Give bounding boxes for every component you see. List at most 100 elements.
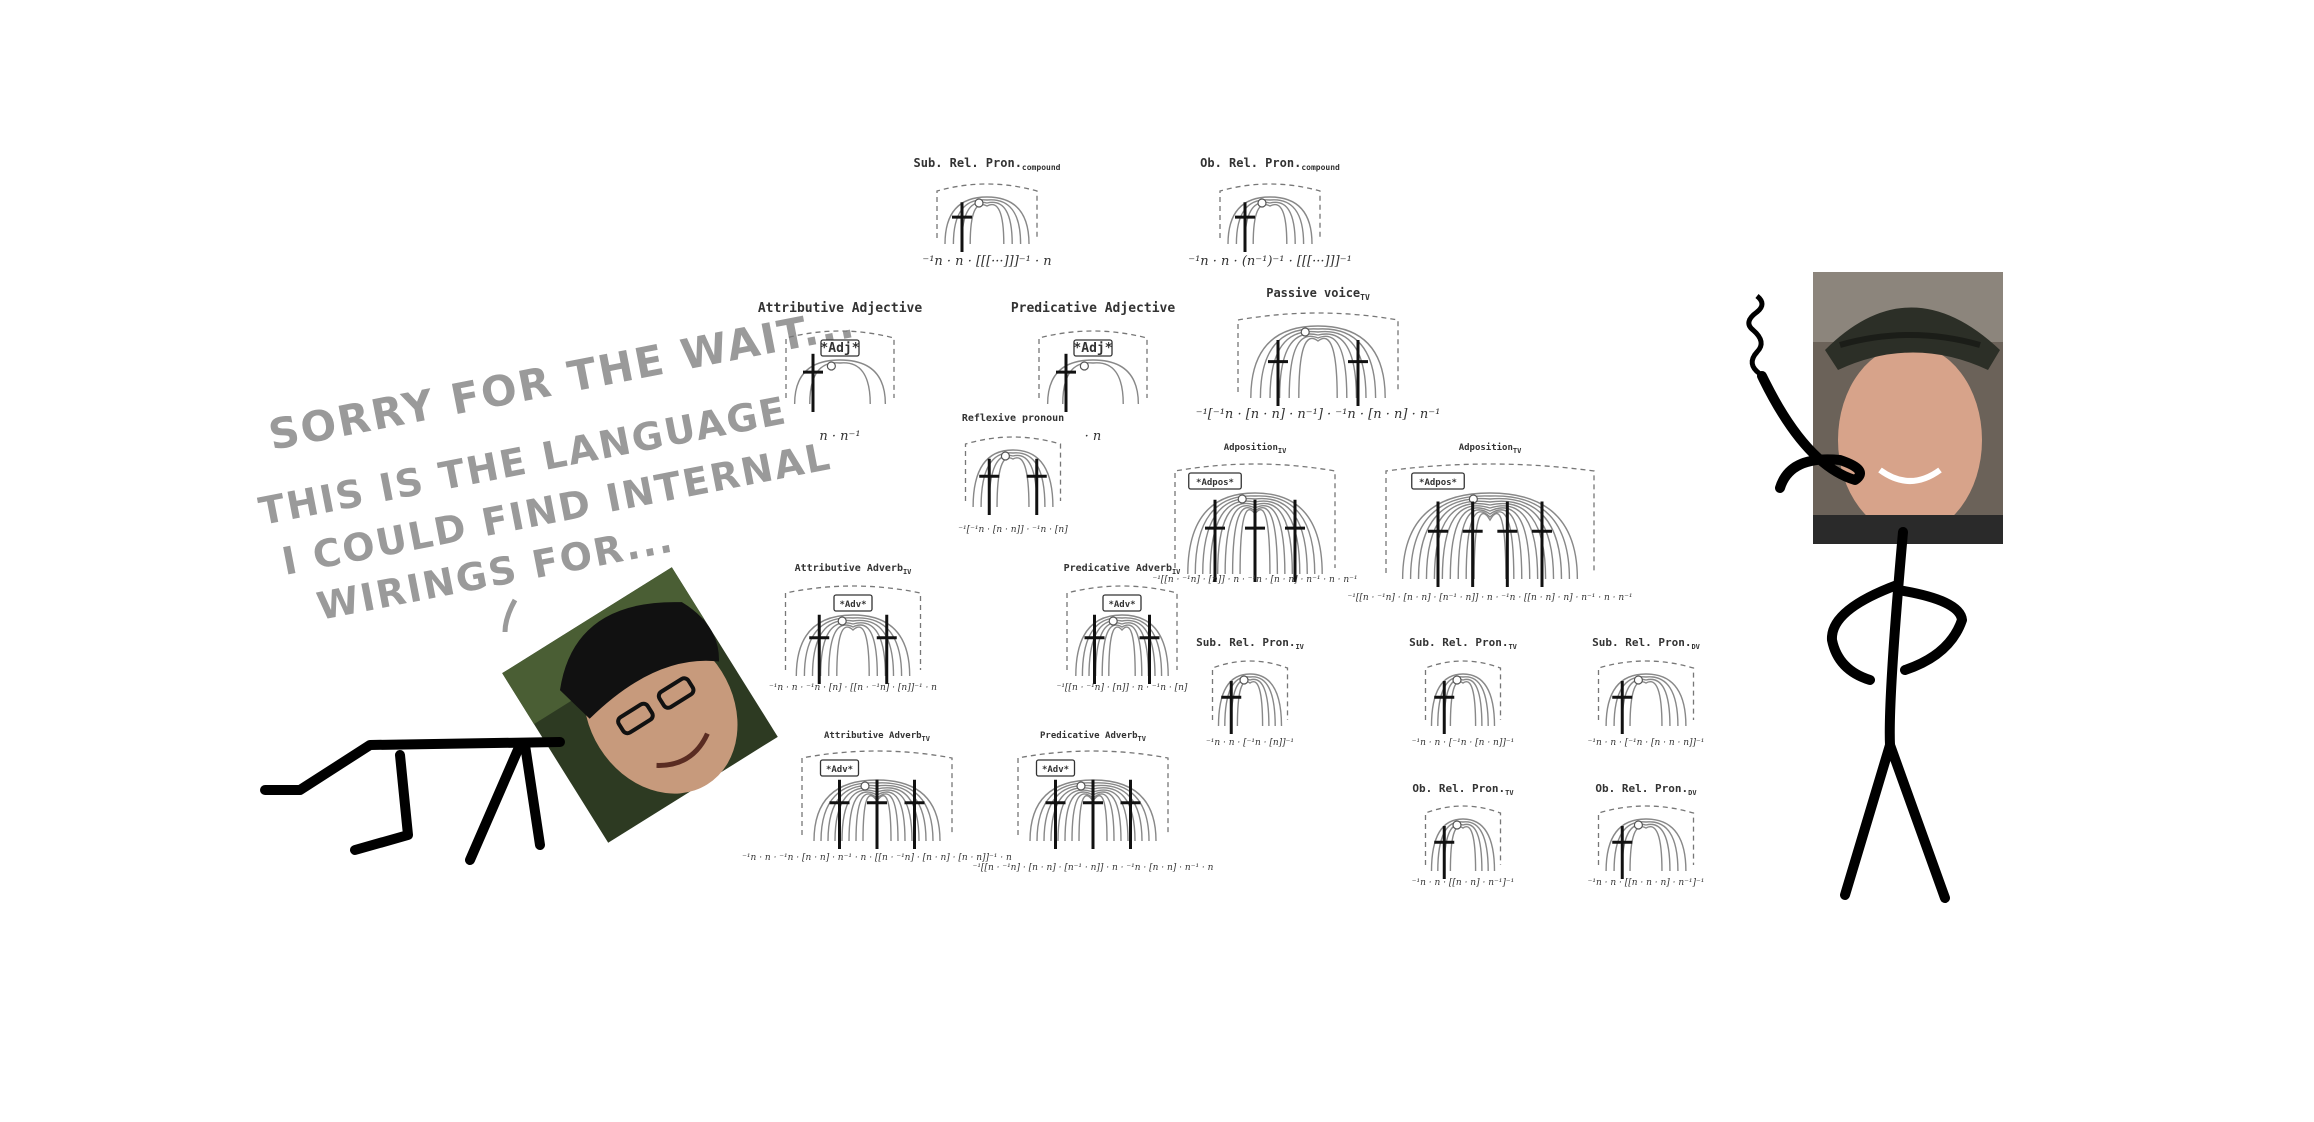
diagram-title: Ob. Rel. Pron.compound bbox=[1200, 156, 1340, 172]
thinking-squiggle bbox=[1746, 294, 1765, 377]
diagram-title: AdpositionTV bbox=[1459, 442, 1522, 455]
diagram-9: Attributive AdverbIV *Adv* ⁻¹n · n · ⁻¹n ·… bbox=[769, 562, 937, 693]
wire bbox=[972, 449, 1054, 508]
speech-bubble-text: SORRY FOR THE WAIT... THIS IS THE LANGUA… bbox=[255, 298, 860, 633]
node-circle bbox=[1257, 198, 1267, 208]
diagram-frame bbox=[1424, 805, 1502, 865]
diagram-15: Predicative AdverbTV*Adv*⁻¹[[n · ⁻¹n] · … bbox=[973, 730, 1214, 873]
wire bbox=[836, 626, 870, 677]
wire bbox=[1621, 823, 1671, 872]
wire bbox=[1094, 622, 1150, 677]
diagram-frame bbox=[1597, 805, 1695, 865]
wire bbox=[1235, 199, 1305, 245]
diagram-frame bbox=[1424, 660, 1502, 720]
diagram-title: Sub. Rel. Pron.DV bbox=[1592, 636, 1701, 651]
wire bbox=[1417, 497, 1563, 580]
wire bbox=[1298, 337, 1338, 399]
wire bbox=[1187, 492, 1323, 575]
wire bbox=[1224, 676, 1276, 727]
wire bbox=[1250, 325, 1386, 399]
wire bbox=[1217, 673, 1283, 727]
wire bbox=[1194, 495, 1316, 575]
wire bbox=[1425, 500, 1555, 580]
wire bbox=[1430, 818, 1496, 872]
diagram-12: Sub. Rel. Pron.TV⁻¹n · n · [⁻¹n · [n · n… bbox=[1409, 636, 1518, 748]
diagram-title: Predicative AdverbIV bbox=[1064, 562, 1182, 576]
wire bbox=[988, 454, 1038, 508]
wire bbox=[1101, 624, 1143, 677]
diagram-13: Sub. Rel. Pron.DV⁻¹n · n · [⁻¹n · [n · n… bbox=[1588, 636, 1705, 748]
wire bbox=[1046, 359, 1140, 405]
diagram-box-label: *Adv* bbox=[1108, 600, 1135, 610]
node-circle bbox=[860, 781, 870, 791]
diagram-frame bbox=[784, 585, 922, 670]
node-circle bbox=[1076, 781, 1086, 791]
diagram-formula: ⁻¹[[n · ⁻¹n] · [n]] · n · ⁻¹n · [n · n] … bbox=[1152, 575, 1357, 585]
node-circle bbox=[1633, 820, 1644, 830]
node-circle bbox=[1108, 616, 1118, 626]
wire bbox=[1075, 614, 1169, 677]
wire bbox=[1605, 818, 1687, 872]
node-circle bbox=[1079, 361, 1089, 371]
wire bbox=[1430, 673, 1496, 727]
diagram-formula: ⁻¹n · n · ⁻¹n · [n · n] · n⁻¹ · n · [[n … bbox=[742, 853, 1012, 863]
wire bbox=[1252, 203, 1288, 245]
diagram-11: Sub. Rel. Pron.IV⁻¹n · n · [⁻¹n · [n]]⁻¹ bbox=[1196, 636, 1305, 748]
diagram-title: Passive voiceTV bbox=[1266, 286, 1370, 302]
diagram-title: Attributive AdverbTV bbox=[824, 730, 931, 743]
diagram-formula: ⁻¹[⁻¹n · [n · n] · n⁻¹] · ⁻¹n · [n · n] … bbox=[1196, 407, 1441, 422]
diagram-title: Predicative Adjective bbox=[1011, 301, 1176, 316]
diagram-box bbox=[1411, 472, 1465, 490]
wire bbox=[1437, 676, 1489, 727]
wire bbox=[1613, 676, 1679, 727]
node-circle bbox=[974, 198, 984, 208]
wire bbox=[1443, 678, 1483, 727]
diagram-title: Ob. Rel. Pron.TV bbox=[1412, 782, 1514, 797]
wire bbox=[793, 359, 887, 405]
diagram-title: Sub. Rel. Pron.compound bbox=[914, 156, 1061, 172]
diagram-2: Ob. Rel. Pron.compound⁻¹n · n · (n⁻¹)⁻¹ … bbox=[1188, 156, 1352, 269]
wire bbox=[996, 457, 1030, 508]
wire bbox=[1465, 511, 1515, 580]
wire bbox=[795, 614, 911, 677]
wire bbox=[1449, 826, 1477, 872]
diagram-frame bbox=[1237, 312, 1399, 392]
wire bbox=[811, 619, 895, 677]
wire bbox=[1088, 619, 1156, 677]
diagram-formula: ⁻¹[⁻¹n · [n · n]] · ⁻¹n · [n] bbox=[958, 525, 1068, 535]
diagram-box-label: *Adpos* bbox=[1419, 478, 1457, 488]
node-circle bbox=[1452, 675, 1462, 685]
wire bbox=[1081, 617, 1163, 677]
node-circle bbox=[826, 361, 836, 371]
wire bbox=[1401, 492, 1579, 580]
diagram-7: AdpositionIV*Adpos*⁻¹[[n · ⁻¹n] · [n]] ·… bbox=[1152, 442, 1357, 585]
diagram-10: Predicative AdverbIV*Adv*⁻¹[[n · ⁻¹n] · … bbox=[1057, 562, 1188, 693]
wire bbox=[980, 452, 1046, 508]
wire bbox=[1449, 681, 1477, 727]
diagram-16: Ob. Rel. Pron.TV⁻¹n · n · [[n · n] · n⁻¹… bbox=[1412, 782, 1515, 888]
diagram-title: Attributive AdverbIV bbox=[795, 562, 913, 576]
diagram-frame bbox=[801, 750, 953, 835]
diagram-1: Sub. Rel. Pron.compound⁻¹n · n · [[[···]… bbox=[914, 156, 1061, 269]
diagram-box-label: *Adv* bbox=[839, 600, 866, 610]
diagram-frame bbox=[1219, 183, 1321, 238]
diagram-title: Sub. Rel. Pron.TV bbox=[1409, 636, 1518, 651]
diagram-title: Reflexive pronoun bbox=[962, 412, 1064, 424]
diagram-frame bbox=[785, 330, 895, 398]
diagram-box bbox=[1035, 759, 1076, 777]
diagram-formula: ⁻¹[[n · ⁻¹n] · [n · n] · [n⁻¹ · n]] · n … bbox=[1347, 593, 1632, 603]
wire bbox=[944, 196, 1030, 245]
wire bbox=[1443, 823, 1483, 872]
wire bbox=[803, 617, 903, 677]
diagram-3: Attributive Adjective*Adj*n · n⁻¹ bbox=[758, 301, 923, 444]
diagram-title: Ob. Rel. Pron.DV bbox=[1595, 782, 1697, 797]
diagram-formula: ⁻¹n · n · ⁻¹n · [n] · [[n · ⁻¹n] · [n]]⁻… bbox=[769, 683, 937, 693]
node-circle bbox=[1633, 675, 1644, 685]
wire bbox=[1441, 505, 1539, 580]
wire bbox=[1259, 328, 1377, 399]
node-circle bbox=[1300, 327, 1310, 337]
diagram-frame bbox=[1211, 660, 1289, 720]
node-circle bbox=[1239, 675, 1249, 685]
wire bbox=[1629, 681, 1663, 727]
diagram-formula: ⁻¹n · n · [⁻¹n · [n]]⁻¹ bbox=[1206, 738, 1294, 748]
